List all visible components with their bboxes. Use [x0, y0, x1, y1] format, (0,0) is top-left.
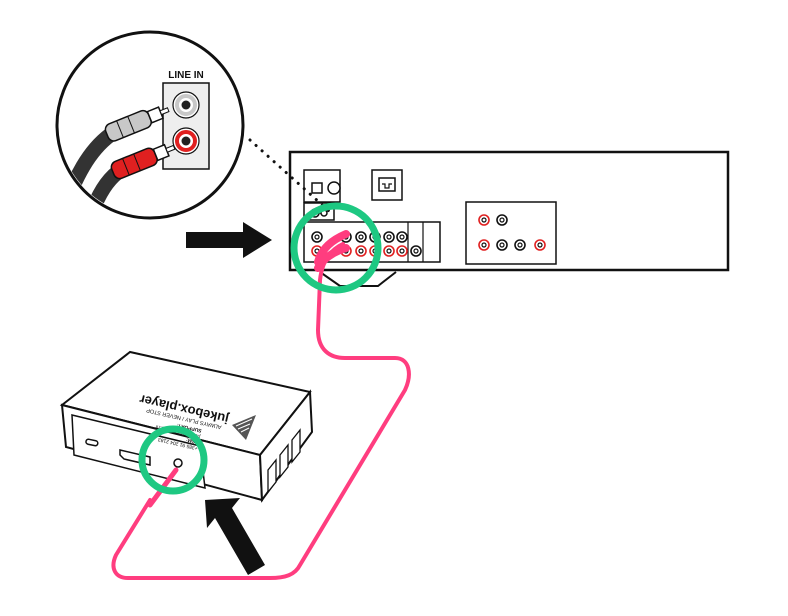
rca-jack-center	[413, 248, 419, 254]
support-label: SUPPORT:	[176, 422, 202, 434]
ethernet-port-icon	[378, 177, 396, 192]
amplifier	[288, 150, 730, 287]
red-jack	[172, 127, 200, 155]
rca-jack-center	[358, 234, 364, 240]
red-rca-plug	[110, 143, 176, 180]
white-jack	[172, 91, 200, 119]
highlight-device-output	[138, 425, 208, 495]
rca-jack-center	[358, 248, 364, 254]
output-jacks	[478, 214, 546, 251]
white-rca-plug	[104, 106, 170, 142]
rca-jack-center	[481, 217, 487, 223]
rca-jack-center	[499, 217, 505, 223]
rca-jack-center	[481, 242, 487, 248]
rca-jack-center	[386, 234, 392, 240]
rca-jack-center	[499, 242, 505, 248]
rca-jack-center	[399, 248, 405, 254]
line-in-callout: LINE IN	[55, 30, 245, 220]
arrow-right-icon	[186, 222, 272, 258]
rca-jack-center	[314, 234, 320, 240]
coax-port	[327, 181, 341, 195]
audio-cable	[111, 242, 411, 580]
ethernet-usb-ports	[267, 428, 301, 494]
line-in-label: LINE IN	[168, 70, 204, 81]
optical-port	[311, 182, 323, 194]
rca-jack-center	[399, 234, 405, 240]
output-panel	[465, 201, 557, 265]
rca-jack-center	[386, 248, 392, 254]
arrow-up-left-icon	[205, 498, 265, 575]
amp-jack-plugs	[314, 230, 350, 272]
rca-jack-center	[537, 242, 543, 248]
audio-out-port	[173, 458, 183, 468]
callout-leader	[248, 138, 332, 214]
usb-c-port	[85, 438, 99, 447]
fingerprint-logo-icon	[232, 415, 256, 440]
rca-jack-center	[517, 242, 523, 248]
highlight-amp-input	[290, 202, 382, 294]
jukebox-device: jukebox.player ALWAYS PLAY / NEVER STOP …	[59, 350, 314, 508]
